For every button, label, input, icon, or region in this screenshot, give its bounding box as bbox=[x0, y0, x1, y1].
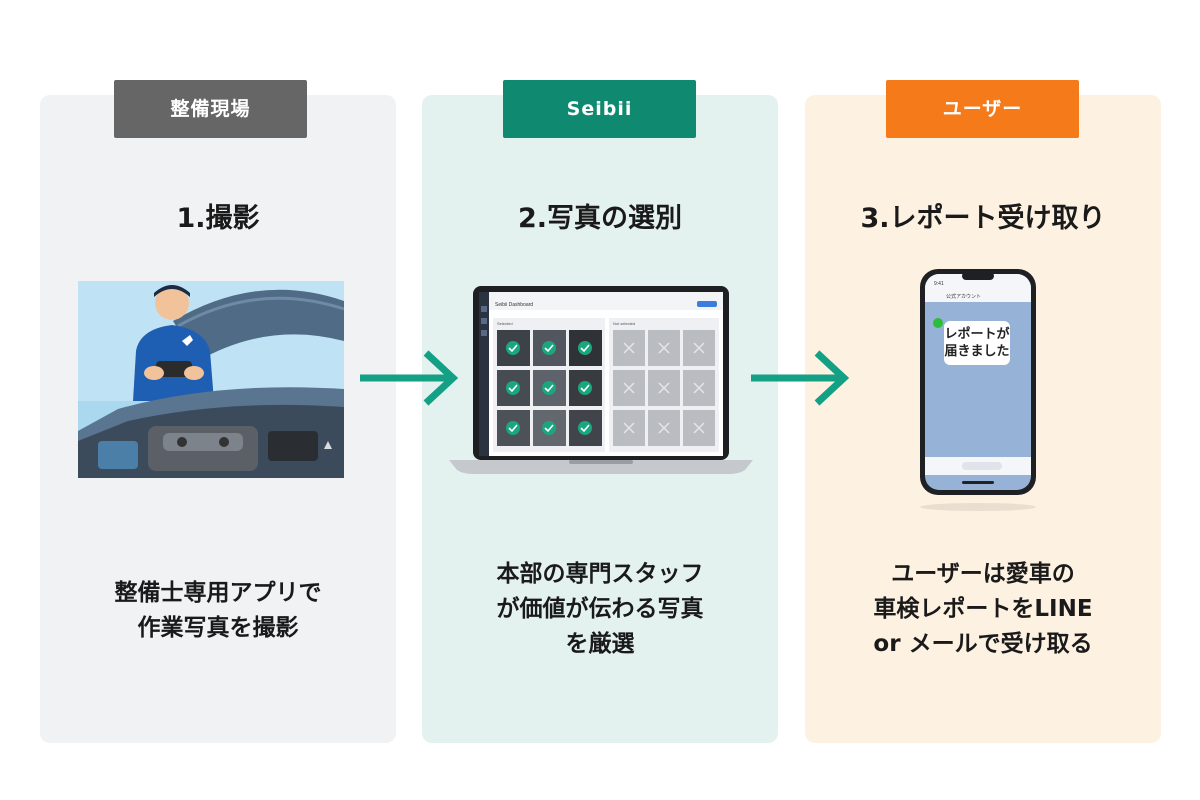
check-mark bbox=[544, 424, 554, 433]
check-icon bbox=[506, 381, 520, 395]
description-3: ユーザーは愛車の 車検レポートをLINE or メールで受け取る bbox=[805, 557, 1161, 662]
phone-bubble-line-2: 届きました bbox=[944, 344, 1009, 359]
cross-icon bbox=[658, 342, 670, 354]
description-2-line-3: を厳選 bbox=[565, 631, 635, 657]
description-2-line-1: 本部の専門スタッフ bbox=[496, 561, 704, 587]
laptop-right-panel-label: Not selected bbox=[613, 321, 635, 326]
check-mark bbox=[508, 344, 518, 353]
check-icon bbox=[506, 341, 520, 355]
cross-icon bbox=[693, 382, 705, 394]
check-icon bbox=[542, 341, 556, 355]
cross-icon bbox=[693, 342, 705, 354]
check-mark bbox=[544, 344, 554, 353]
description-1: 整備士専用アプリで 作業写真を撮影 bbox=[40, 576, 396, 646]
phone-bubble-line-1: レポートが bbox=[944, 326, 1009, 342]
check-mark bbox=[580, 424, 590, 433]
mechanic-photo bbox=[78, 281, 344, 478]
check-icon bbox=[542, 421, 556, 435]
cross-icon bbox=[693, 422, 705, 434]
phone-header: 公式アカウント bbox=[946, 293, 981, 300]
description-3-line-2: 車検レポートをLINE bbox=[873, 596, 1093, 622]
check-mark bbox=[580, 344, 590, 353]
check-mark bbox=[544, 384, 554, 393]
laptop-left-panel-label: Selected bbox=[497, 321, 513, 326]
tag-user: ユーザー bbox=[886, 80, 1079, 138]
cross-icon bbox=[623, 382, 635, 394]
step-title-3: 3.レポート受け取り bbox=[860, 203, 1106, 234]
step-title-1: 1.撮影 bbox=[176, 203, 260, 234]
step-title-2: 2.写真の選別 bbox=[517, 203, 683, 234]
description-1-line-1: 整備士専用アプリで bbox=[114, 580, 322, 606]
arrow-right-icon bbox=[751, 350, 850, 406]
check-mark bbox=[508, 424, 518, 433]
check-icon bbox=[578, 341, 592, 355]
phone-time: 9:41 bbox=[934, 281, 944, 287]
arrow-right-icon bbox=[360, 350, 459, 406]
check-icon bbox=[578, 421, 592, 435]
cross-icon bbox=[623, 342, 635, 354]
description-3-line-1: ユーザーは愛車の bbox=[891, 561, 1075, 587]
phone-illustration: 9:41 公式アカウント レポートが 届きました bbox=[918, 267, 1038, 521]
description-3-line-3: or メールで受け取る bbox=[873, 631, 1093, 657]
check-mark bbox=[580, 384, 590, 393]
description-2-line-2: が価値が伝わる写真 bbox=[496, 596, 704, 622]
cross-icon bbox=[658, 382, 670, 394]
tag-seibii: Seibii bbox=[503, 80, 696, 138]
check-icon bbox=[506, 421, 520, 435]
cross-icon bbox=[623, 422, 635, 434]
cross-icon bbox=[658, 422, 670, 434]
description-2: 本部の専門スタッフ が価値が伝わる写真 を厳選 bbox=[422, 557, 778, 662]
check-icon bbox=[542, 381, 556, 395]
description-1-line-2: 作業写真を撮影 bbox=[137, 615, 299, 641]
check-mark bbox=[508, 384, 518, 393]
check-icon bbox=[578, 381, 592, 395]
laptop-title: Seibii Dashboard bbox=[495, 302, 533, 308]
laptop-illustration: Seibii Dashboard Selected Not selected bbox=[449, 284, 753, 478]
tag-field: 整備現場 bbox=[114, 80, 307, 138]
